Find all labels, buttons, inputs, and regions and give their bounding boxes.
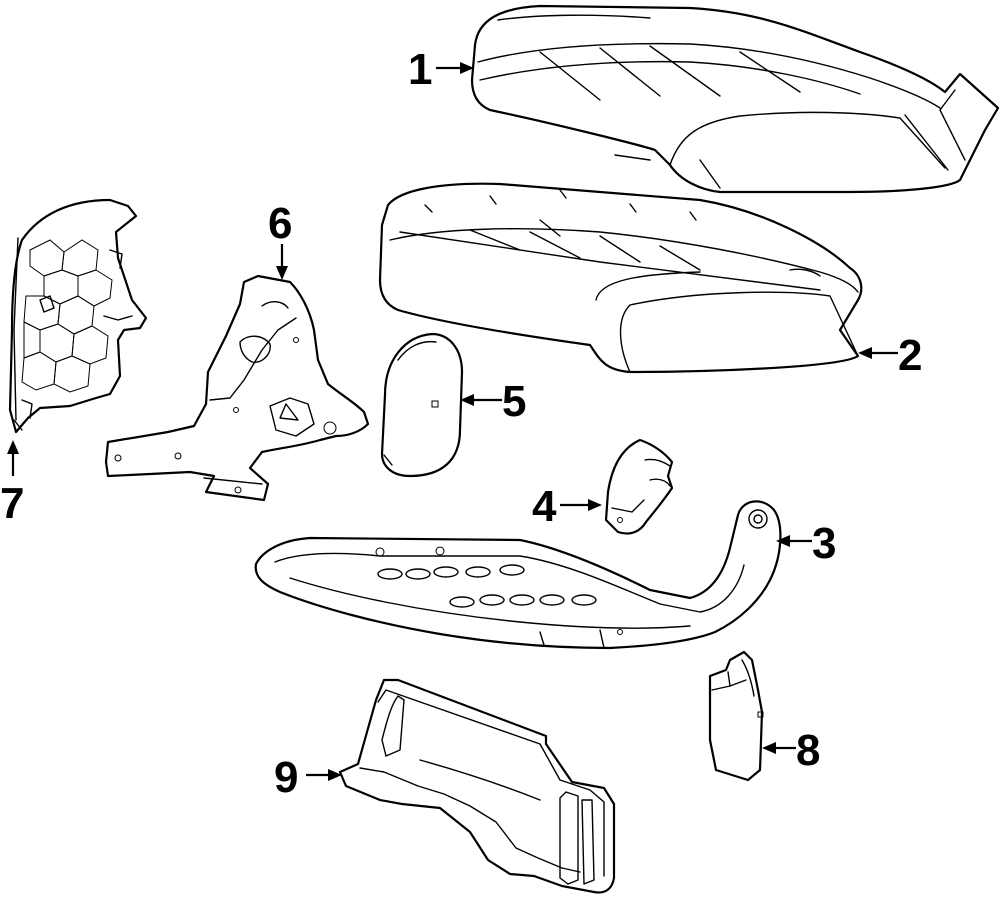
callout-label-3: 3 xyxy=(812,519,836,568)
part-cushion-pad[interactable] xyxy=(378,182,863,374)
callout-2: 2 xyxy=(858,331,922,380)
part-cushion-cover[interactable] xyxy=(470,4,1000,194)
callout-label-9: 9 xyxy=(274,753,298,802)
callout-label-6: 6 xyxy=(268,199,292,248)
callout-label-2: 2 xyxy=(898,331,922,380)
callout-7: 7 xyxy=(0,440,24,528)
callout-6: 6 xyxy=(268,199,292,280)
callout-label-5: 5 xyxy=(502,377,526,426)
part-trim-cover[interactable] xyxy=(708,650,764,782)
callout-9: 9 xyxy=(274,753,342,802)
part-seat-frame[interactable] xyxy=(254,500,782,650)
part-outer-shield[interactable] xyxy=(8,198,148,434)
callout-8: 8 xyxy=(762,726,820,775)
callout-label-4: 4 xyxy=(532,482,557,531)
part-side-trim-panel[interactable] xyxy=(380,332,464,478)
part-hinge-bracket[interactable] xyxy=(104,274,370,502)
part-small-bracket[interactable] xyxy=(604,438,674,535)
callout-4: 4 xyxy=(532,482,602,531)
callout-label-8: 8 xyxy=(796,726,820,775)
callout-3: 3 xyxy=(776,519,836,568)
callout-5: 5 xyxy=(460,377,526,426)
callout-label-1: 1 xyxy=(408,45,432,94)
part-storage-tray[interactable] xyxy=(338,678,616,894)
callout-1: 1 xyxy=(408,45,474,94)
callout-label-7: 7 xyxy=(0,479,24,528)
